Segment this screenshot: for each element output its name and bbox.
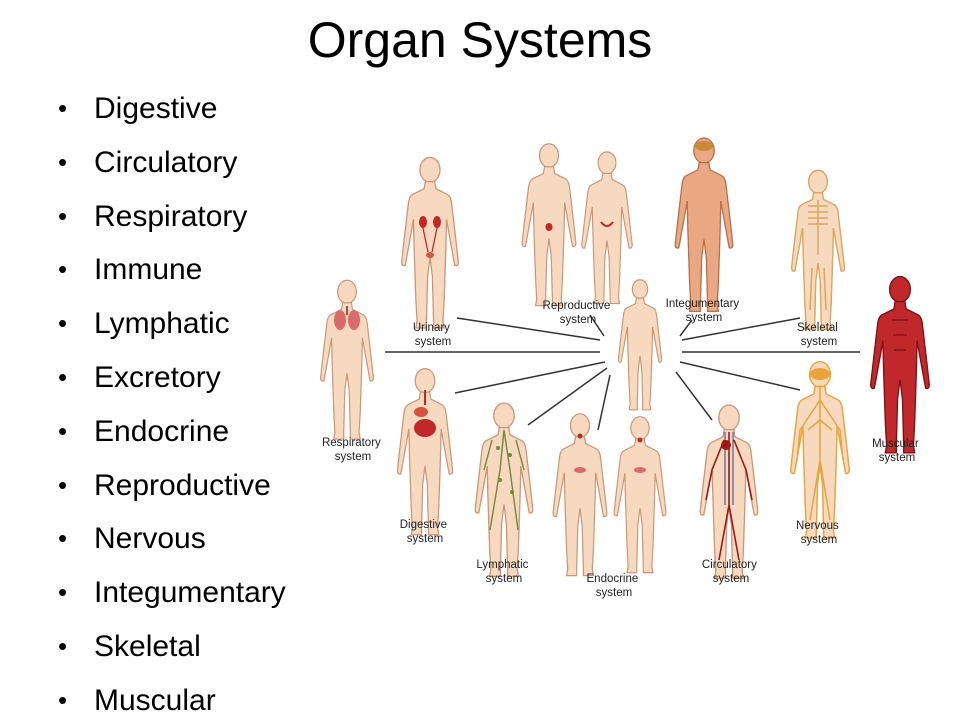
connector-line [527, 367, 608, 426]
connector-line [454, 361, 606, 394]
heart-icon [721, 440, 731, 450]
label-endocrine: Endocrine system [587, 573, 642, 599]
connector-line [681, 317, 801, 341]
digestive-system-figure [396, 367, 454, 536]
list-item: • Integumentary [58, 566, 286, 620]
bullet-icon: • [58, 146, 68, 177]
list-item: • Endocrine [58, 405, 286, 459]
label-muscular: Muscular system [872, 438, 922, 464]
figures [319, 137, 930, 580]
muscular-system-figure [870, 275, 930, 454]
bullet-icon: • [58, 630, 68, 661]
label-skeletal: Skeletal system [797, 322, 841, 348]
label-reproductive: Reproductive system [543, 300, 614, 326]
list-item: • Skeletal [58, 620, 286, 674]
list-item-label: Circulatory [94, 145, 238, 179]
list-item-label: Muscular [94, 683, 216, 717]
integumentary-system-figure [674, 137, 734, 313]
connector-line [589, 314, 605, 337]
list-item: • Immune [58, 243, 286, 297]
lymphatic-system-figure [474, 402, 534, 578]
label-nervous: Nervous system [796, 520, 842, 546]
respiratory-system-figure [319, 279, 375, 440]
organ-systems-list: • Digestive • Circulatory • Respiratory • Im… [58, 82, 286, 728]
center-figure [617, 279, 663, 411]
bullet-icon: • [58, 254, 68, 285]
list-item-label: Skeletal [94, 629, 201, 663]
stomach-icon [414, 407, 428, 417]
slide-title: Organ Systems [307, 12, 653, 68]
list-item: • Excretory [58, 351, 286, 405]
list-item-label: Reproductive [94, 468, 271, 502]
bullet-icon: • [58, 684, 68, 715]
nervous-system-figure [789, 360, 851, 539]
reproductive-female-figure [581, 151, 633, 305]
kidney-icon [419, 216, 427, 228]
intestine-icon [414, 419, 436, 437]
connector-line [679, 361, 801, 391]
bullet-icon: • [58, 415, 68, 446]
list-item: • Reproductive [58, 459, 286, 513]
list-item-label: Integumentary [94, 576, 286, 610]
bullet-icon: • [58, 93, 68, 123]
connector-line [597, 374, 611, 431]
connector-line [456, 317, 601, 341]
bullet-icon: • [58, 577, 68, 608]
lung-icon [334, 310, 346, 330]
label-lymphatic: Lymphatic system [476, 559, 531, 585]
bullet-icon: • [58, 200, 68, 231]
label-respiratory: Respiratory system [322, 437, 384, 463]
list-item: • Lymphatic [58, 297, 286, 351]
list-item-label: Lymphatic [94, 307, 230, 341]
label-circulatory: Circulatory system [702, 559, 760, 585]
bullet-icon: • [58, 523, 68, 554]
connector-line [679, 319, 693, 337]
list-item: • Nervous [58, 512, 286, 566]
list-item-label: Excretory [94, 360, 221, 394]
kidney-icon [433, 216, 441, 228]
list-item-label: Immune [94, 253, 203, 287]
label-integumentary: Integumentary system [666, 298, 743, 324]
bullet-icon: • [58, 469, 68, 500]
brain-icon [810, 368, 830, 380]
list-item: • Respiratory [58, 190, 286, 244]
label-urinary: Urinary system [413, 322, 453, 348]
list-item-label: Respiratory [94, 199, 248, 233]
bullet-icon: • [58, 361, 68, 392]
label-digestive: Digestive system [400, 519, 451, 545]
list-item: • Digestive [58, 82, 286, 136]
bullet-icon: • [58, 308, 68, 339]
lung-icon [348, 310, 360, 330]
list-item-label: Nervous [94, 522, 206, 556]
endocrine-male-figure [552, 413, 608, 577]
connector-line [675, 371, 713, 421]
list-item: • Circulatory [58, 136, 286, 190]
urinary-system-figure [401, 156, 459, 329]
figure-labels: Urinary system Reproductive system Integ… [322, 298, 922, 599]
list-item-label: Endocrine [94, 414, 230, 448]
endocrine-female-figure [613, 416, 667, 574]
list-item-label: Digestive [94, 92, 218, 125]
list-item: • Muscular [58, 674, 286, 728]
circulatory-system-figure [699, 404, 759, 580]
skeletal-system-figure [790, 169, 846, 330]
reproductive-male-figure [521, 143, 577, 307]
connector-lines [385, 314, 860, 431]
